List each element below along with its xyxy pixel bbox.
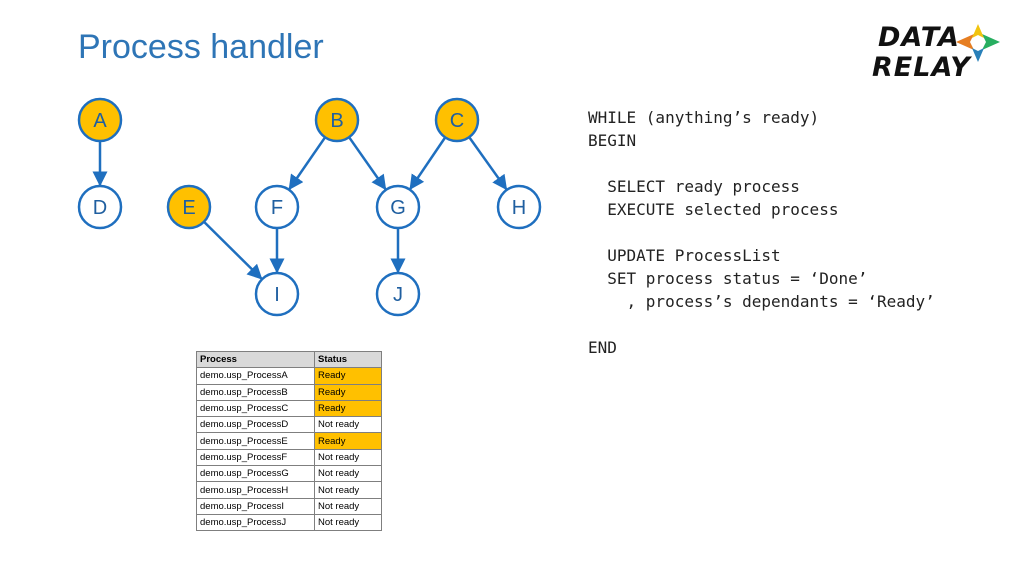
node-circle: [314, 97, 360, 143]
data-relay-logo: DATA RELAY: [868, 22, 1004, 86]
code-line: [588, 152, 935, 175]
node-circle: [254, 184, 300, 230]
node-circle: [375, 184, 421, 230]
node-circle: [496, 184, 542, 230]
code-line: WHILE (anything’s ready): [588, 108, 820, 127]
code-line: END: [588, 338, 617, 357]
edge-b-g: [348, 136, 387, 191]
node-d: D: [77, 184, 123, 230]
node-label: E: [182, 197, 195, 219]
node-label: D: [93, 197, 107, 219]
node-circle: [77, 97, 123, 143]
edge-c-g: [409, 136, 447, 191]
node-circle: [434, 97, 480, 143]
code-line: [588, 313, 935, 336]
edge-e-i: [203, 220, 263, 280]
process-name-cell: demo.usp_ProcessI: [196, 497, 315, 515]
column-header-process: Process: [196, 350, 315, 369]
node-g: G: [375, 184, 421, 230]
code-line: [588, 221, 935, 244]
process-name-cell: demo.usp_ProcessA: [196, 367, 315, 385]
node-label: C: [450, 110, 464, 132]
node-j: J: [375, 271, 421, 317]
process-name-cell: demo.usp_ProcessH: [196, 481, 315, 499]
process-name-cell: demo.usp_ProcessB: [196, 383, 315, 401]
node-circle: [166, 184, 212, 230]
process-name-cell: demo.usp_ProcessJ: [196, 513, 315, 532]
process-name-cell: demo.usp_ProcessG: [196, 465, 315, 483]
node-label: A: [93, 110, 107, 132]
process-name-cell: demo.usp_ProcessF: [196, 448, 315, 467]
pseudocode-block: WHILE (anything’s ready) BEGIN SELECT rea…: [588, 106, 935, 359]
process-name-cell: demo.usp_ProcessE: [196, 432, 315, 450]
code-line: EXECUTE selected process: [588, 200, 839, 219]
edge-b-f: [288, 136, 327, 191]
status-cell: Ready: [314, 367, 382, 385]
table-header-row: Process Status: [196, 350, 382, 369]
status-cell: Not ready: [314, 481, 382, 499]
node-label: B: [330, 110, 343, 132]
node-circle: [375, 271, 421, 317]
status-cell: Ready: [314, 432, 382, 450]
node-h: H: [496, 184, 542, 230]
code-line: BEGIN: [588, 131, 637, 150]
node-label: I: [274, 284, 280, 306]
node-label: J: [393, 284, 403, 306]
status-cell: Not ready: [314, 513, 382, 532]
node-label: G: [390, 197, 406, 219]
dependency-graph: A B C D E F G H I J: [77, 97, 542, 317]
node-e: E: [166, 184, 212, 230]
status-cell: Ready: [314, 399, 382, 418]
code-line: SET process status = ‘Done’: [588, 269, 868, 288]
node-f: F: [254, 184, 300, 230]
edge-c-h: [468, 136, 508, 191]
node-c: C: [434, 97, 480, 143]
process-name-cell: demo.usp_ProcessD: [196, 416, 315, 434]
node-circle: [254, 271, 300, 317]
node-a: A: [77, 97, 123, 143]
code-line: , process’s dependants = ‘Ready’: [588, 292, 935, 311]
logo-line-1: DATA: [878, 22, 960, 53]
process-name-cell: demo.usp_ProcessC: [196, 399, 315, 418]
page-title: Process handler: [78, 28, 324, 66]
status-cell: Not ready: [314, 465, 382, 483]
status-cell: Ready: [314, 383, 382, 401]
code-line: UPDATE ProcessList: [588, 246, 781, 265]
column-header-status: Status: [314, 350, 382, 369]
node-b: B: [314, 97, 360, 143]
logo-line-2: RELAY: [872, 52, 971, 83]
status-cell: Not ready: [314, 448, 382, 467]
status-cell: Not ready: [314, 416, 382, 434]
node-label: F: [271, 197, 283, 219]
code-line: SELECT ready process: [588, 177, 800, 196]
relay-arrows-icon: [956, 24, 1000, 62]
node-circle: [77, 184, 123, 230]
node-label: H: [512, 197, 526, 219]
status-cell: Not ready: [314, 497, 382, 515]
node-i: I: [254, 271, 300, 317]
